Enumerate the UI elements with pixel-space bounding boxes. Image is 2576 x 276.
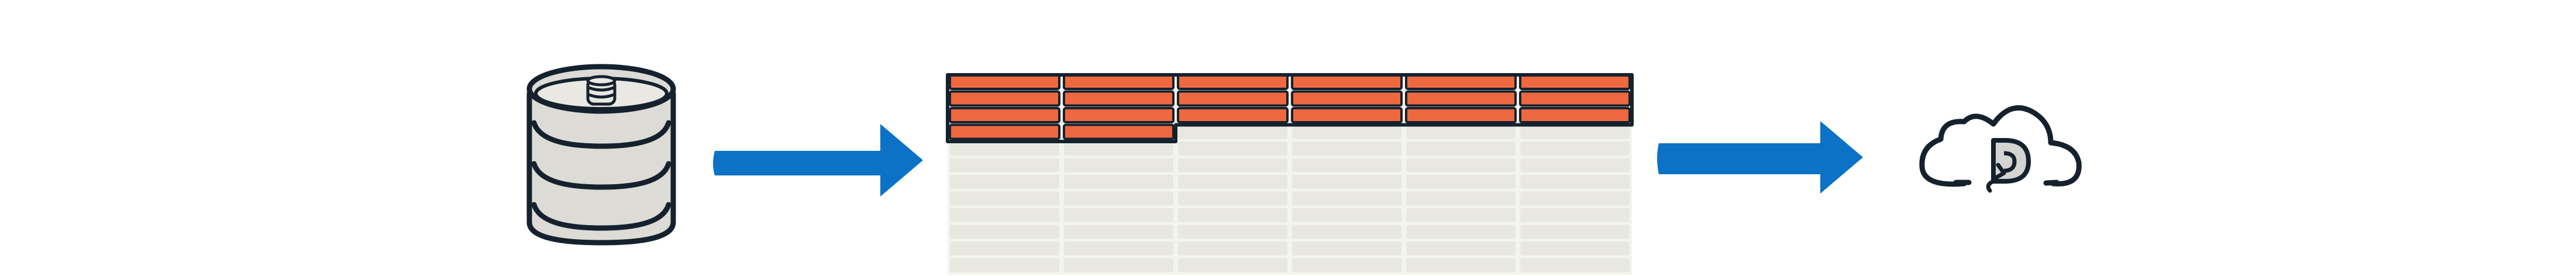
table-cell (1520, 191, 1630, 206)
table-cell (950, 225, 1059, 239)
table-cell-highlighted (1063, 74, 1175, 90)
table-cell (950, 158, 1059, 172)
table-cell (1064, 208, 1173, 222)
table-cell (1406, 191, 1516, 206)
table-cell (1178, 242, 1287, 256)
table-cell (1520, 158, 1630, 172)
table-cell (950, 258, 1059, 272)
cloud-base-right (2043, 180, 2060, 186)
database-layer-3 (531, 202, 671, 231)
table-cell (1292, 158, 1401, 172)
table-cell (1406, 158, 1516, 172)
table-cell (1178, 158, 1287, 172)
table-cell (1064, 142, 1173, 156)
table-cell (1292, 125, 1401, 139)
table-cell-highlighted (949, 123, 1060, 140)
table-cell-highlighted (1063, 107, 1175, 123)
table-cell (1406, 208, 1516, 222)
database-icon (526, 64, 676, 246)
table-cell (1406, 175, 1516, 189)
table-cell-highlighted (1405, 74, 1517, 90)
table-cell-highlighted (1063, 123, 1175, 140)
table-cell (1064, 175, 1173, 189)
table-cell-highlighted (949, 74, 1060, 90)
table-cell (1520, 142, 1630, 156)
table-cell (1178, 225, 1287, 239)
table-cell-highlighted (1519, 90, 1631, 107)
table-cell (1292, 208, 1401, 222)
table-grid-icon (946, 73, 1634, 275)
table-cell (1064, 225, 1173, 239)
table-cell-highlighted (1291, 107, 1403, 123)
table-cell-highlighted (1063, 90, 1175, 107)
table-cell (950, 208, 1059, 222)
table-cell (1406, 258, 1516, 272)
table-cell-highlighted (1405, 107, 1517, 123)
table-cell (950, 242, 1059, 256)
table-cell-highlighted (1405, 90, 1517, 107)
table-cell (1406, 125, 1516, 139)
table-cell (1178, 175, 1287, 189)
table-cell-highlighted (949, 107, 1060, 123)
sync-icon (1986, 138, 2031, 193)
table-cell (1064, 242, 1173, 256)
table-cell (1520, 258, 1630, 272)
table-cell (950, 142, 1059, 156)
table-cell (1178, 142, 1287, 156)
table-cell (950, 175, 1059, 189)
table-cell (1292, 175, 1401, 189)
table-cell-highlighted (949, 90, 1060, 107)
table-cell-highlighted (1177, 107, 1289, 123)
table-cell (1292, 242, 1401, 256)
table-cell (1292, 142, 1401, 156)
database-layer-2 (531, 161, 671, 190)
table-cell (1178, 191, 1287, 206)
table-cell (1406, 242, 1516, 256)
table-cell-highlighted (1291, 74, 1403, 90)
table-cell (1406, 225, 1516, 239)
database-layer-1 (531, 120, 671, 149)
table-cell (1178, 258, 1287, 272)
database-mini-icon (586, 75, 617, 106)
table-cell (1064, 158, 1173, 172)
table-cell-highlighted (1519, 74, 1631, 90)
table-cell (1520, 208, 1630, 222)
database-body (526, 91, 676, 246)
table-highlight-outline (946, 73, 1634, 143)
table-cell-highlighted (1177, 74, 1289, 90)
table-cell (1292, 191, 1401, 206)
table-cell (1064, 191, 1173, 206)
table-cell (1292, 225, 1401, 239)
table-cell (1406, 142, 1516, 156)
table-cell (1520, 175, 1630, 189)
table-cell-highlighted (1519, 107, 1631, 123)
table-cell (1292, 258, 1401, 272)
table-cell (1520, 242, 1630, 256)
arrow-right-icon (1657, 121, 1863, 194)
table-background (948, 75, 1632, 275)
table-cell (1064, 258, 1173, 272)
table-cell (950, 191, 1059, 206)
table-cell (1178, 208, 1287, 222)
table-cell (1520, 225, 1630, 239)
table-cell (1520, 125, 1630, 139)
cloud-database-icon (1919, 105, 2082, 193)
table-cell (1178, 125, 1287, 139)
table-cell-highlighted (1177, 90, 1289, 107)
arrow-right-icon (713, 124, 923, 196)
table-cell-highlighted (1291, 90, 1403, 107)
